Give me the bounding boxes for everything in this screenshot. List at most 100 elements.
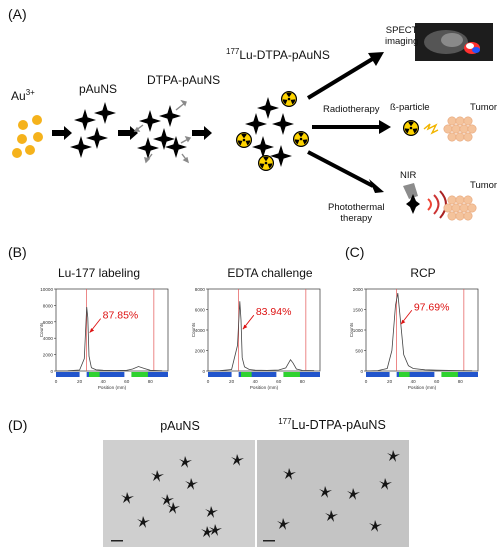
y-tick-label: 6000 — [43, 320, 54, 325]
chart-title-rcp: RCP — [410, 266, 436, 280]
y-tick-label: 8000 — [43, 303, 54, 308]
green-region — [131, 372, 148, 377]
annotation-arrowhead — [242, 324, 248, 330]
x-tick-label: 0 — [55, 379, 58, 384]
lu-dtpa-pauns-label: 177Lu-DTPA-pAuNS — [226, 47, 330, 62]
x-tick-label: 80 — [300, 379, 306, 384]
y-tick-label: 0 — [202, 369, 205, 374]
stage-arrows — [52, 126, 212, 140]
tumor2-cells — [443, 195, 477, 221]
y-tick-label: 4000 — [43, 336, 54, 341]
spect-image — [415, 23, 493, 61]
chart-title-lu177: Lu-177 labeling — [57, 266, 141, 280]
x-tick-label: 60 — [276, 379, 282, 384]
lu-dtpa-pauns-stars — [236, 91, 309, 171]
origin-gap — [231, 372, 239, 377]
annotation-arrowhead — [89, 328, 95, 333]
region-bar — [366, 372, 478, 377]
x-tick-label: 20 — [229, 379, 235, 384]
annotation-percentage: 97.69% — [414, 301, 450, 313]
panel-b-letter: (B) — [8, 244, 27, 260]
y-tick-label: 6000 — [195, 308, 206, 313]
region-bar — [56, 372, 168, 377]
y-axis-label: Counts — [39, 322, 44, 337]
radiotherapy-visual — [403, 120, 439, 136]
front-gap — [124, 372, 132, 377]
x-tick-label: 80 — [458, 379, 464, 384]
y-tick-label: 1500 — [353, 308, 364, 313]
y-tick-label: 0 — [360, 369, 363, 374]
diverging-arrows — [306, 52, 391, 193]
x-tick-label: 40 — [253, 379, 259, 384]
pauns-stars — [70, 102, 116, 158]
tem-right-image — [257, 440, 409, 547]
tem-images — [103, 440, 409, 547]
panel-d-letter: (D) — [8, 417, 28, 433]
nir-label: NIR — [400, 170, 417, 181]
au-ion-dots — [12, 115, 43, 158]
tem-left-image — [103, 440, 255, 547]
origin-gap — [79, 372, 87, 377]
x-tick-label: 20 — [77, 379, 83, 384]
y-tick-label: 0 — [50, 369, 53, 374]
x-tick-label: 60 — [434, 379, 440, 384]
front-gap — [434, 372, 442, 377]
dtpa-pauns-stars — [133, 99, 192, 164]
origin-gap — [389, 372, 397, 377]
green-region — [241, 372, 252, 377]
green-region — [399, 372, 410, 377]
plot-frame — [55, 288, 169, 372]
pauns-label: pAuNS — [79, 82, 118, 96]
region-bar — [208, 372, 320, 377]
series-line — [207, 301, 315, 372]
annotation-percentage: 87.85% — [103, 310, 139, 322]
tumor2-label: Tumor — [470, 180, 498, 191]
photothermal-visual — [403, 183, 447, 219]
chart-lu177: 0 2000 4000 6000 8000 10000 0 20 40 60 80 CountsPos… — [39, 287, 169, 390]
x-axis-label: Position (mm) — [98, 385, 127, 390]
beta-particle-label: ß-particle — [390, 102, 430, 113]
green-region — [89, 372, 100, 377]
annotation-percentage: 83.94% — [256, 306, 292, 318]
y-axis-label: Counts — [349, 322, 354, 337]
tem-right-label: 177Lu-DTPA-pAuNS — [278, 417, 386, 433]
x-axis-label: Position (mm) — [408, 385, 437, 390]
tumor1-label: Tumor — [470, 102, 498, 113]
x-tick-label: 0 — [207, 379, 210, 384]
radiotherapy-label: Radiotherapy — [323, 104, 380, 115]
series-line — [55, 306, 163, 372]
y-tick-label: 8000 — [195, 287, 206, 292]
green-region — [441, 372, 458, 377]
front-gap — [276, 372, 284, 377]
panel-a-letter: (A) — [8, 6, 27, 22]
x-tick-label: 80 — [148, 379, 154, 384]
tumor1-cells — [443, 116, 477, 142]
panel-c-letter: (C) — [345, 244, 365, 260]
y-tick-label: 4000 — [195, 328, 206, 333]
x-tick-label: 60 — [124, 379, 130, 384]
y-tick-label: 500 — [355, 349, 363, 354]
y-tick-label: 2000 — [43, 353, 54, 358]
y-tick-label: 1000 — [353, 328, 364, 333]
tem-left-label: pAuNS — [160, 419, 200, 433]
x-tick-label: 0 — [365, 379, 368, 384]
scheme-diagram — [12, 23, 493, 221]
plot-frame — [207, 288, 321, 372]
y-tick-label: 10000 — [40, 287, 53, 292]
annotation-arrowhead — [400, 319, 406, 325]
x-tick-label: 40 — [411, 379, 417, 384]
y-tick-label: 2000 — [353, 287, 364, 292]
chart-title-edta: EDTA challenge — [227, 266, 313, 280]
y-tick-label: 2000 — [195, 349, 206, 354]
x-tick-label: 40 — [101, 379, 107, 384]
dtpa-pauns-label: DTPA-pAuNS — [147, 73, 221, 87]
chart-rcp: 0 500 1000 1500 2000 0 20 40 60 80 CountsPosition … — [349, 287, 479, 390]
x-axis-label: Position (mm) — [250, 385, 279, 390]
green-region — [283, 372, 300, 377]
x-tick-label: 20 — [387, 379, 393, 384]
au3-label: Au3+ — [11, 88, 35, 103]
